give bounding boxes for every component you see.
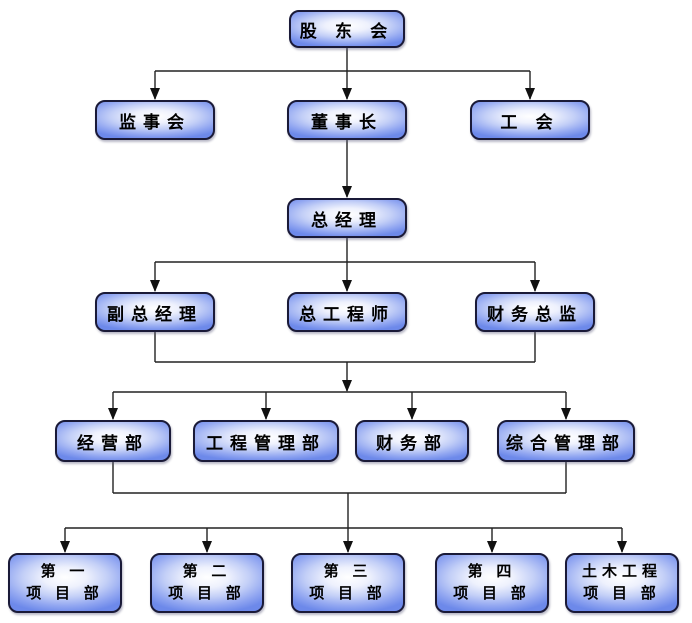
node-labor-union[interactable]: 工 会 <box>470 100 590 140</box>
node-label: 财务总监 <box>487 304 583 324</box>
node-label-line2: 项 目 部 <box>26 586 104 602</box>
bus-general-manager <box>155 238 535 263</box>
node-business-dept[interactable]: 经营部 <box>55 420 171 462</box>
bus-departments-collector <box>112 462 567 494</box>
node-label-line1: 第 四 <box>467 563 517 580</box>
node-label-line1: 第 二 <box>182 563 232 580</box>
bus-shareholders <box>155 48 530 72</box>
node-label-line1: 土木工程 <box>581 563 662 580</box>
node-engineering-mgmt-dept[interactable]: 工程管理部 <box>193 420 339 462</box>
node-label: 副总经理 <box>107 304 203 324</box>
bus-management-collector <box>154 332 536 363</box>
node-supervisory-board[interactable]: 监事会 <box>95 100 215 140</box>
node-label: 工 会 <box>500 112 560 132</box>
node-label-line2: 项 目 部 <box>309 586 387 602</box>
node-general-manager[interactable]: 总经理 <box>287 198 407 238</box>
node-label: 总工程师 <box>299 304 395 324</box>
node-civil-eng-project-dept[interactable]: 土木工程 项 目 部 <box>565 553 679 613</box>
node-label: 工程管理部 <box>206 433 326 453</box>
node-project-dept-4[interactable]: 第 四 项 目 部 <box>435 553 549 613</box>
node-label-line1: 第 一 <box>40 563 90 580</box>
node-label: 综合管理部 <box>506 433 626 453</box>
node-general-mgmt-dept[interactable]: 综合管理部 <box>497 420 635 462</box>
node-label: 董事长 <box>311 112 383 132</box>
node-deputy-general-manager[interactable]: 副总经理 <box>95 292 215 332</box>
node-label: 监事会 <box>119 112 191 132</box>
node-label-line2: 项 目 部 <box>168 586 246 602</box>
node-finance-dept[interactable]: 财务部 <box>355 420 469 462</box>
node-chief-engineer[interactable]: 总工程师 <box>287 292 407 332</box>
node-label: 经营部 <box>77 433 149 453</box>
node-label-line2: 项 目 部 <box>583 586 661 602</box>
node-project-dept-2[interactable]: 第 二 项 目 部 <box>150 553 264 613</box>
node-shareholders-meeting[interactable]: 股 东 会 <box>289 10 405 48</box>
node-label: 总经理 <box>311 210 383 230</box>
node-label: 股 东 会 <box>299 21 395 41</box>
node-label: 财务部 <box>376 433 448 453</box>
node-chairman[interactable]: 董事长 <box>287 100 407 140</box>
node-project-dept-1[interactable]: 第 一 项 目 部 <box>8 553 122 613</box>
node-project-dept-3[interactable]: 第 三 项 目 部 <box>291 553 405 613</box>
node-finance-director[interactable]: 财务总监 <box>475 292 595 332</box>
node-label-line2: 项 目 部 <box>453 586 531 602</box>
node-label-line1: 第 三 <box>323 563 373 580</box>
